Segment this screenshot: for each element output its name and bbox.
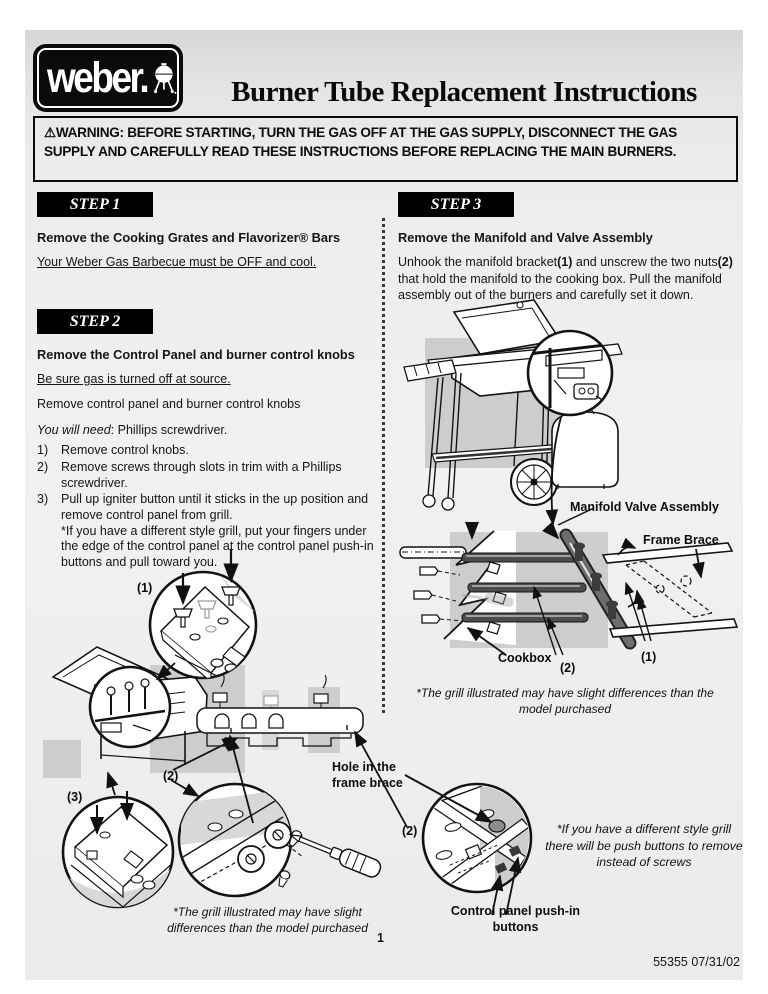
ghost-screwdriver	[461, 592, 514, 608]
right-column: STEP 3 Remove the Manifold and Valve Ass…	[398, 192, 740, 304]
step1-badge: STEP 1	[37, 192, 153, 217]
detail-pointer-arrow	[545, 416, 562, 526]
list-item: 1) Remove control knobs.	[37, 443, 383, 459]
weber-logo: weber.	[33, 44, 183, 112]
list-item-number: 3)	[37, 492, 49, 507]
hole-pointer-arrow	[404, 774, 493, 823]
callout-arrows	[465, 521, 705, 656]
instruction-sheet: weber. Burner Tube Replacement Instructi…	[25, 30, 743, 980]
step2-note: Be sure gas is turned off at source.	[37, 371, 231, 386]
page-title: Burner Tube Replacement Instructions	[231, 76, 697, 108]
manifold-valve-assembly-label: Manifold Valve Assembly	[570, 500, 719, 514]
weber-logo-frame: weber.	[37, 48, 179, 108]
label-leader-line	[557, 507, 595, 526]
burner-tubes	[399, 546, 589, 635]
step3-text: that hold the manifold to the cooking bo…	[398, 271, 722, 303]
tools-needed-value: : Phillips screwdriver.	[110, 422, 228, 437]
list-item-text: Remove control knobs.	[61, 443, 189, 458]
step3-heading: Remove the Manifold and Valve Assembly	[398, 230, 653, 245]
frame-brace-label: Frame Brace	[643, 533, 719, 547]
callout-ref-1: (1)	[557, 254, 573, 269]
callout-2-right: (2)	[560, 661, 576, 675]
document-code: 55355 07/31/02	[653, 955, 740, 969]
right-caption: *The grill illustrated may have slight d…	[416, 686, 714, 716]
screws-and-screwdriver	[278, 830, 382, 888]
detail-circle-1	[148, 549, 258, 681]
column-divider	[382, 218, 385, 713]
step2-tools-line: You will need: Phillips screwdriver.	[37, 423, 383, 439]
list-item: 2) Remove screws through slots in trim w…	[37, 460, 383, 491]
step2-heading: Remove the Control Panel and burner cont…	[37, 346, 355, 362]
page-number: 1	[377, 931, 384, 945]
magnifier-circle	[526, 329, 614, 417]
weber-logo-text: weber.	[47, 53, 150, 101]
callout-1-right: (1)	[641, 650, 657, 664]
step3-text: and unscrew the two nuts	[572, 254, 718, 269]
list-item-main: Pull up igniter button until it sticks i…	[61, 492, 369, 522]
different-grill-note: *If you have a different style grill the…	[545, 822, 743, 870]
detail-circle-3	[61, 791, 175, 909]
backdrop-shadow	[43, 740, 81, 778]
step3-badge: STEP 3	[398, 192, 514, 217]
control-panel-push-in-label: Control panel push-in buttons	[450, 904, 581, 934]
panel-underside-drawing	[427, 786, 529, 890]
step1-heading: Remove the Cooking Grates and Flavorizer…	[37, 230, 341, 245]
list-item: 3) Pull up igniter button until it stick…	[37, 492, 383, 570]
warning-box: ⚠WARNING: BEFORE STARTING, TURN THE GAS …	[33, 116, 738, 182]
grill-cart-illustration	[403, 299, 623, 526]
manifold-bar	[559, 528, 637, 650]
control-panel-front-view	[196, 673, 364, 747]
step3-paragraph: Unhook the manifold bracket(1) and unscr…	[398, 254, 740, 304]
list-item-text: Pull up igniter button until it sticks i…	[61, 492, 383, 570]
button-pointer-arrow	[490, 874, 504, 916]
callout-2-left: (2)	[163, 769, 179, 783]
list-item-note: *If you have a different style grill, pu…	[61, 523, 374, 569]
manifold-detail-illustration	[399, 521, 739, 656]
callout-1-left: (1)	[137, 581, 153, 595]
list-item-text: Remove screws through slots in trim with…	[61, 460, 342, 490]
step2-badge: STEP 2	[37, 308, 153, 334]
control-panel-illustration	[43, 549, 408, 909]
step3-text: Unhook the manifold bracket	[398, 254, 558, 269]
tools-needed-label: You will need	[37, 422, 111, 437]
step2-list: 1) Remove control knobs. 2) Remove screw…	[37, 443, 383, 570]
cookbox-label: Cookbox	[498, 651, 552, 665]
button-pointer-arrow	[505, 856, 522, 916]
hole-in-frame-brace-label: Hole in the frame brace	[332, 760, 403, 790]
connection-arrows	[106, 730, 408, 828]
left-column: STEP 1 Remove the Cooking Grates and Fla…	[37, 192, 383, 570]
left-caption: *The grill illustrated may have slight d…	[167, 905, 368, 935]
step2-paragraph: Remove control panel and burner control …	[37, 397, 301, 412]
callout-ref-2: (2)	[717, 254, 733, 269]
callout-2-bottom: (2)	[402, 824, 418, 838]
detail-circle-2	[177, 782, 304, 898]
push-button-detail-illustration	[404, 774, 533, 916]
corner-magnifier-circle	[88, 665, 172, 749]
step1-note: Your Weber Gas Barbecue must be OFF and …	[37, 254, 317, 269]
list-item-number: 1)	[37, 443, 49, 458]
list-item-number: 2)	[37, 460, 49, 475]
kettle-grill-icon	[154, 63, 177, 94]
callout-3-left: (3)	[67, 790, 83, 804]
